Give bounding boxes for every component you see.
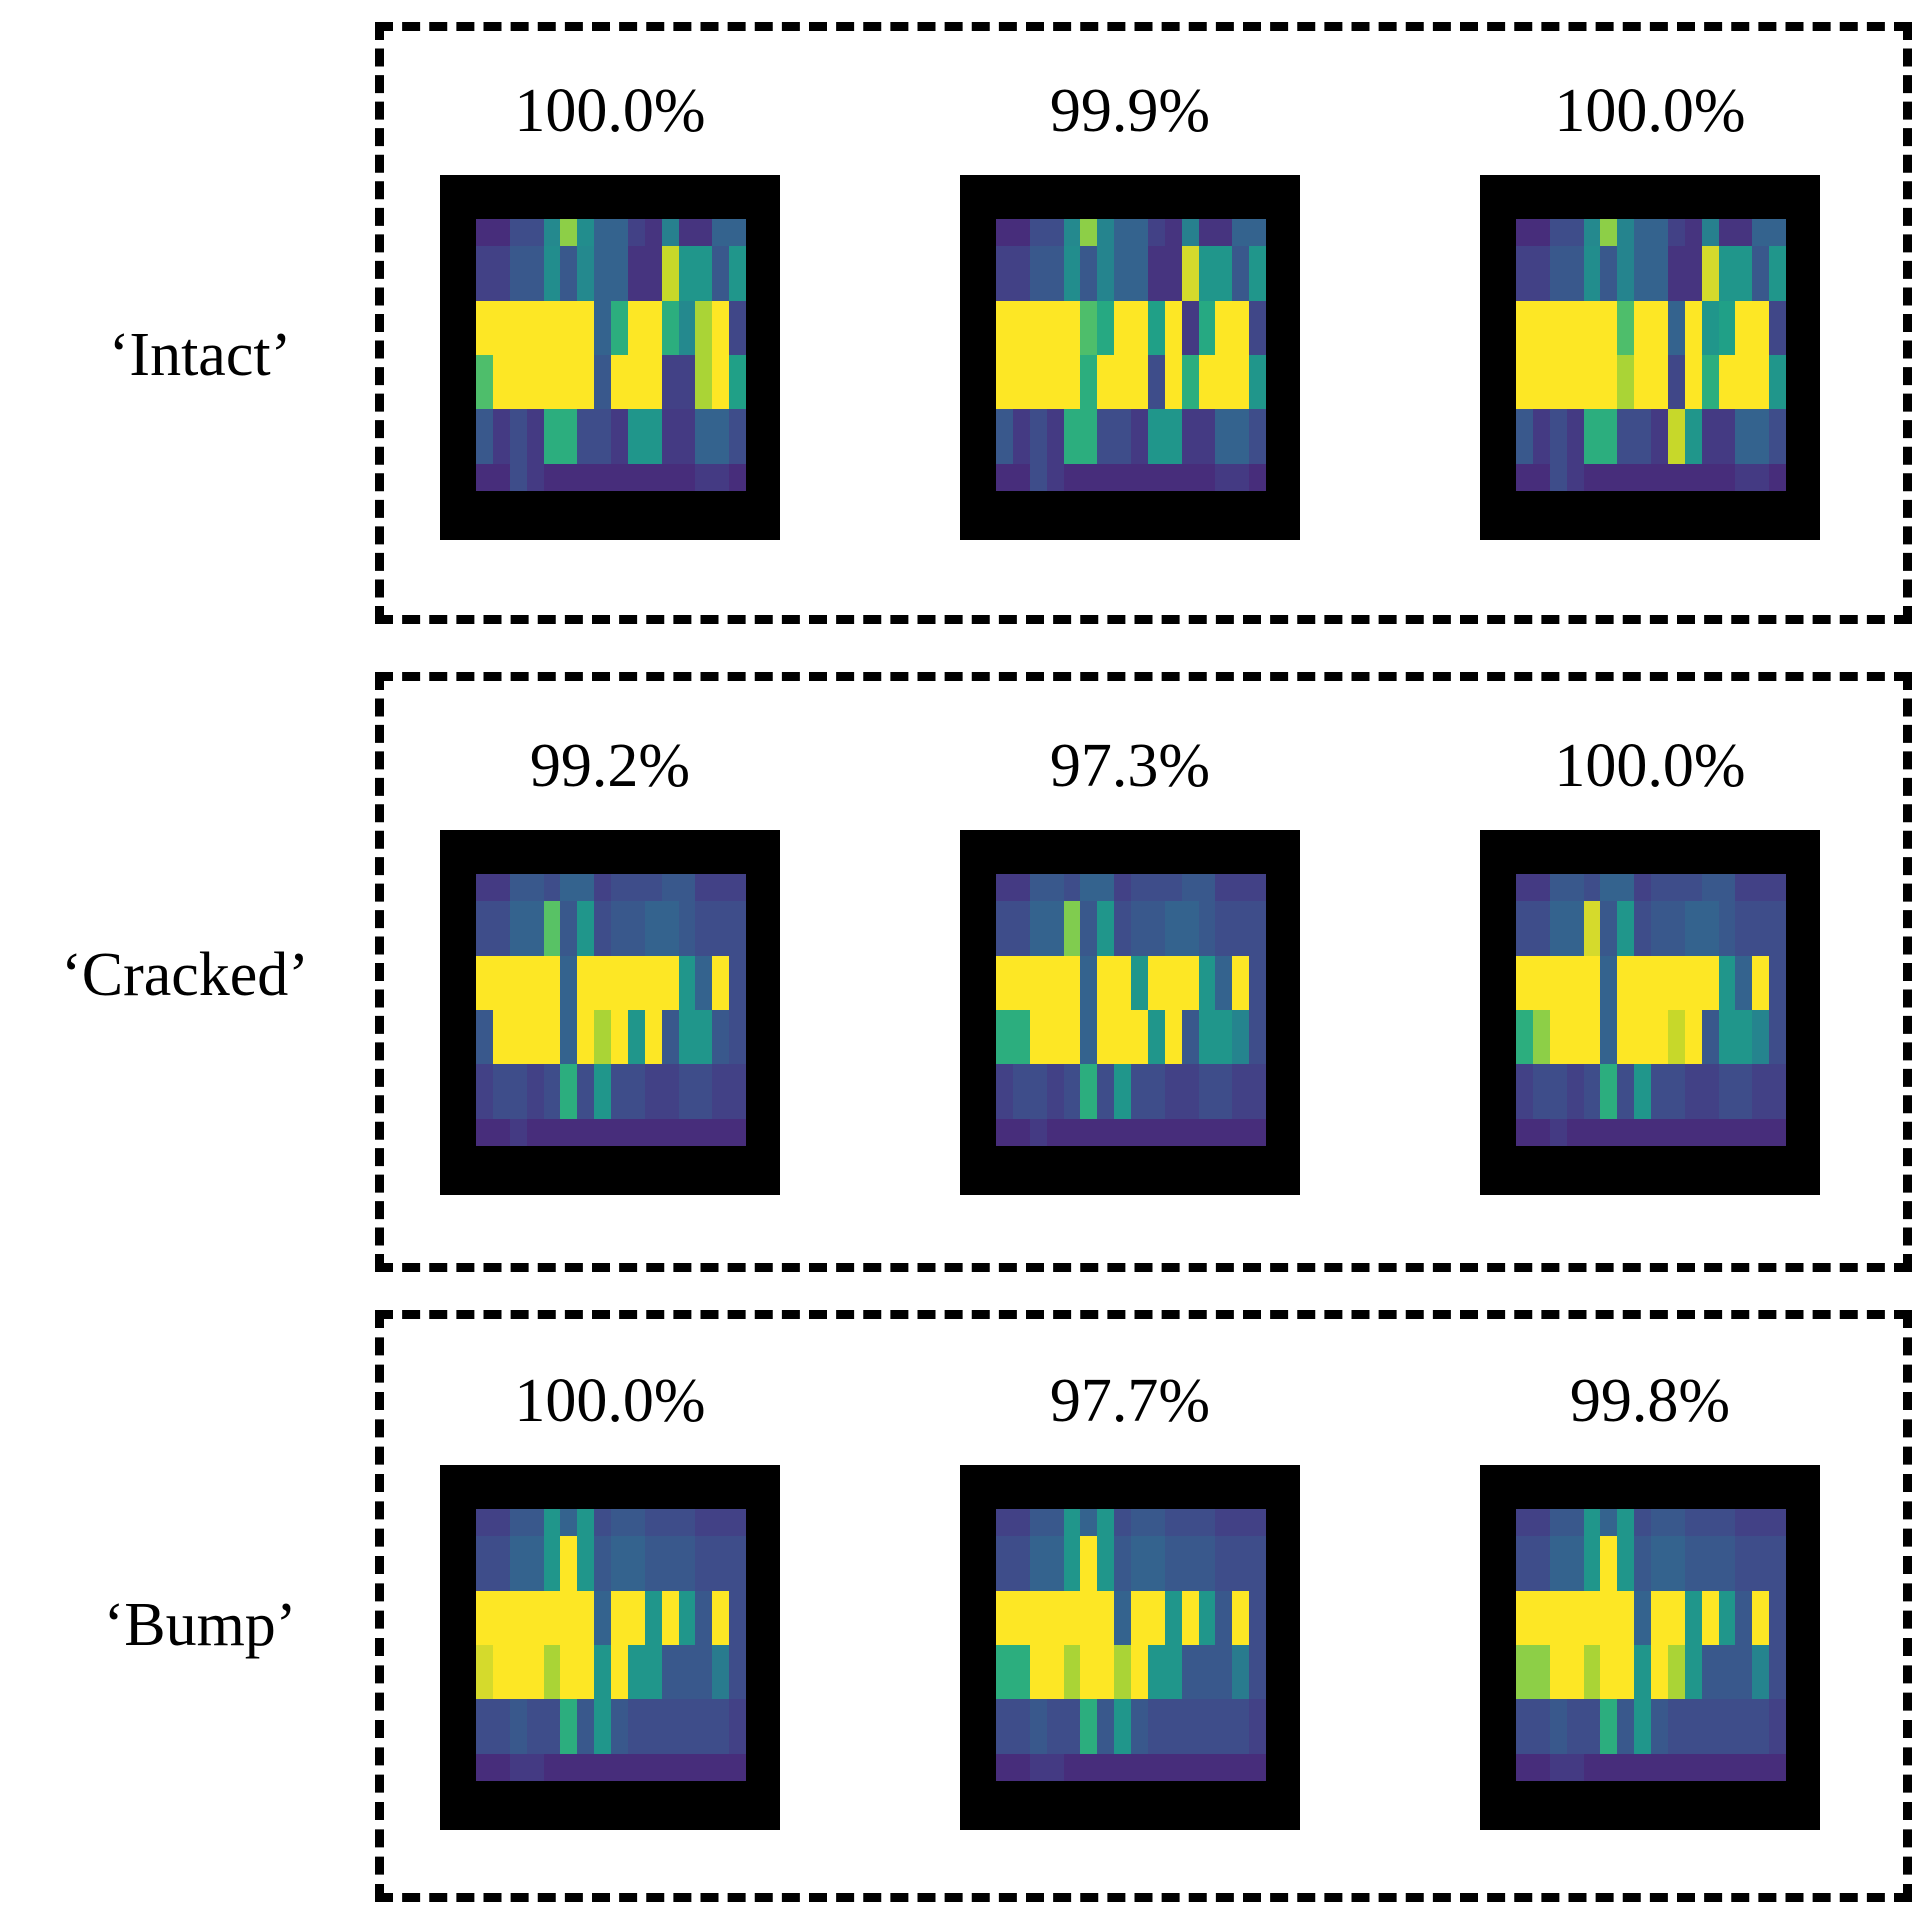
- confidence-label: 100.0%: [1554, 732, 1746, 800]
- row-label-cracked: ‘Cracked’: [61, 941, 309, 1009]
- confidence-label: 97.3%: [1049, 732, 1211, 800]
- feature-map-frame: [440, 1465, 780, 1830]
- feature-map-frame: [960, 830, 1300, 1195]
- row-group-intact: [375, 22, 1912, 624]
- cell-cracked-2: 97.3%: [920, 735, 1340, 1225]
- cell-bump-2: 97.7%: [920, 1370, 1340, 1860]
- confidence-label: 100.0%: [514, 1367, 706, 1435]
- feature-map: [476, 1509, 746, 1781]
- confidence-label: 99.9%: [1049, 77, 1211, 145]
- feature-map: [996, 874, 1266, 1146]
- confidence-label: 100.0%: [1554, 77, 1746, 145]
- feature-map-frame: [960, 175, 1300, 540]
- feature-map-frame: [1480, 830, 1820, 1195]
- cell-intact-2: 99.9%: [920, 80, 1340, 570]
- feature-map: [996, 219, 1266, 491]
- row-group-bump: [375, 1310, 1912, 1902]
- confidence-label: 97.7%: [1049, 1367, 1211, 1435]
- cell-cracked-1: 99.2%: [400, 735, 820, 1225]
- feature-map: [1516, 874, 1786, 1146]
- row-group-cracked: [375, 672, 1912, 1272]
- cell-bump-3: 99.8%: [1440, 1370, 1860, 1860]
- cell-intact-1: 100.0%: [400, 80, 820, 570]
- feature-map-frame: [960, 1465, 1300, 1830]
- feature-map-frame: [440, 175, 780, 540]
- cell-cracked-3: 100.0%: [1440, 735, 1860, 1225]
- cell-intact-3: 100.0%: [1440, 80, 1860, 570]
- cell-bump-1: 100.0%: [400, 1370, 820, 1860]
- row-label-intact: ‘Intact’: [108, 321, 292, 389]
- feature-map-frame: [440, 830, 780, 1195]
- confidence-label: 100.0%: [514, 77, 706, 145]
- feature-map: [476, 219, 746, 491]
- feature-map-frame: [1480, 1465, 1820, 1830]
- row-label-bump: ‘Bump’: [103, 1591, 297, 1659]
- feature-map-frame: [1480, 175, 1820, 540]
- feature-map: [476, 874, 746, 1146]
- feature-map: [1516, 1509, 1786, 1781]
- confidence-label: 99.8%: [1569, 1367, 1731, 1435]
- feature-map: [996, 1509, 1266, 1781]
- confidence-label: 99.2%: [529, 732, 691, 800]
- feature-map: [1516, 219, 1786, 491]
